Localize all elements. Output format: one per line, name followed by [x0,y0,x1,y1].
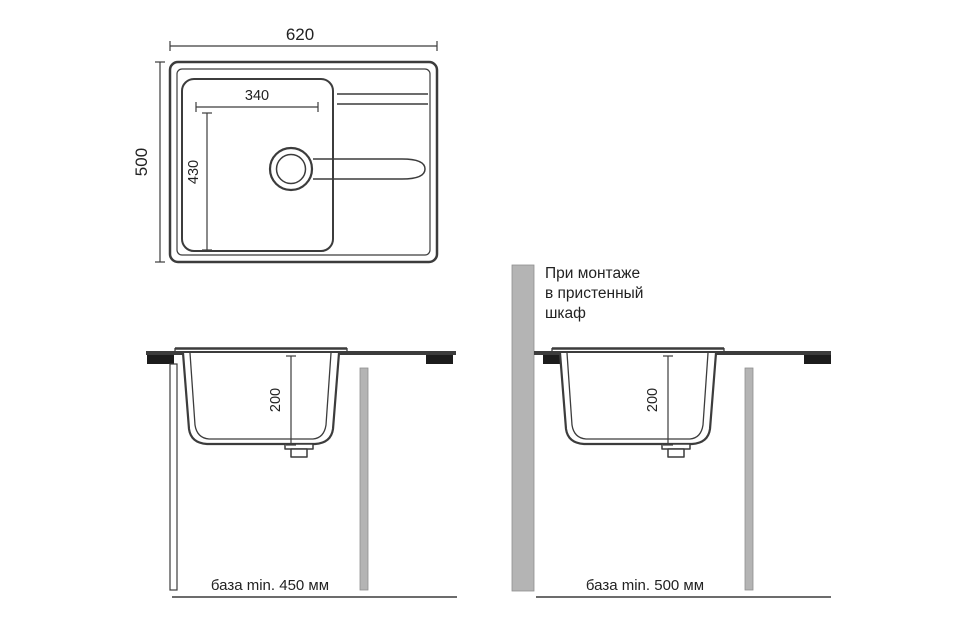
dim-sink-depth-label: 200 [268,388,284,412]
mounting-clip-left [147,355,174,364]
note-line-3: шкаф [545,305,586,322]
base-width-label: база min. 450 мм [211,577,329,594]
dim-depth-label: 500 [132,148,151,176]
bowl-outline [181,78,334,252]
dim-bowl-depth-label: 430 [186,160,202,184]
dim-bowl-width: 340 [195,88,319,112]
drainer-grooves [313,93,428,180]
cabinet-side-panel-left [169,363,178,591]
drain-channel [313,158,426,180]
sink-cross-section [181,351,341,459]
sink-rim [176,68,431,256]
wall-panel [511,264,535,592]
base-width-label: база min. 500 мм [586,577,704,594]
sink-cross-section [558,351,718,459]
drawing-root: 620 500 [132,25,831,598]
mounting-clip-right [426,355,453,364]
dim-overall-depth: 500 [132,61,165,263]
side-view-right: При монтаже в пристенный шкаф 200 база m… [511,264,831,598]
note-line-1: При монтаже [545,265,640,282]
dim-sink-depth-label: 200 [645,388,661,412]
mounting-clip-right [804,355,831,364]
dim-bowl-width-label: 340 [245,88,269,104]
wall-mount-note: При монтаже в пристенный шкаф [545,265,643,322]
dim-sink-depth: 200 [645,355,673,446]
side-view-left: 200 база min. 450 мм [146,347,457,598]
cabinet-side-panel-right [744,367,754,591]
cabinet-side-panel-right [359,367,369,591]
mounting-clip-left [543,355,570,364]
top-view: 620 500 [132,25,439,264]
drain-hole [268,146,314,192]
dim-bowl-depth: 430 [186,112,212,251]
drain-inner-circle [275,153,307,185]
dim-width-label: 620 [286,25,314,44]
dim-sink-depth: 200 [268,355,296,446]
dim-overall-width: 620 [169,25,438,51]
note-line-2: в пристенный [545,285,643,302]
